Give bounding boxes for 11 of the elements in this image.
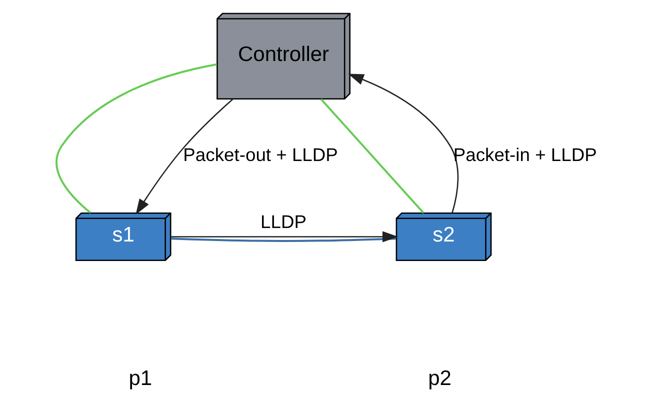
connector	[55, 63, 216, 214]
connector	[170, 238, 396, 242]
edge-label: Packet-in + LLDP	[452, 144, 596, 165]
label: p2	[428, 366, 451, 390]
label: p1	[128, 366, 152, 390]
arrow	[135, 98, 233, 215]
arrow	[348, 74, 458, 214]
connector	[320, 98, 424, 214]
arrow	[170, 231, 398, 242]
edge-label: Packet-out + LLDP	[182, 144, 338, 165]
edge-label: LLDP	[260, 210, 306, 232]
